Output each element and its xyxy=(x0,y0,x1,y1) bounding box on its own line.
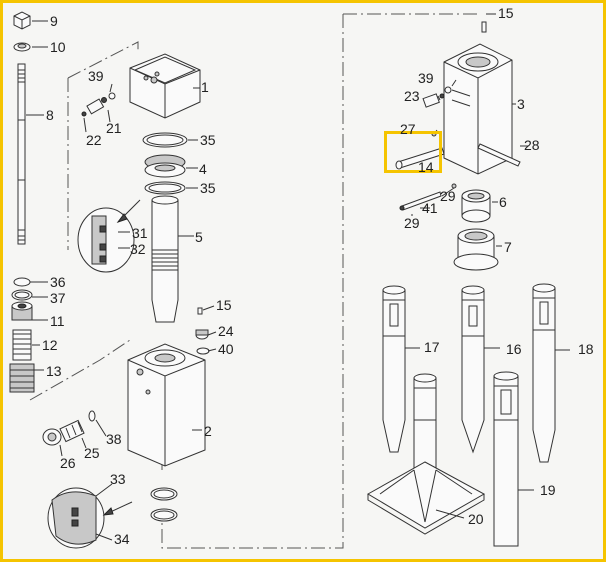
part-39-oring-right xyxy=(444,86,452,94)
label-12: 12 xyxy=(42,337,58,353)
seal-detail-callout-31-32 xyxy=(77,199,141,273)
part-35-ring-lower xyxy=(144,181,186,195)
label-13: 13 xyxy=(46,363,62,379)
label-41: 41 xyxy=(422,200,438,216)
part-15-screw-left xyxy=(197,307,203,315)
label-29-lower: 29 xyxy=(404,215,420,231)
label-39-right: 39 xyxy=(418,70,434,86)
part-16-moil-point xyxy=(461,285,485,454)
label-39-left: 39 xyxy=(88,68,104,84)
part-9-nut xyxy=(13,11,31,30)
highlight-box-part-14 xyxy=(384,131,442,173)
label-38: 38 xyxy=(106,431,122,447)
part-8-rod xyxy=(17,63,26,245)
label-17: 17 xyxy=(424,339,440,355)
label-11: 11 xyxy=(50,313,65,329)
label-40: 40 xyxy=(218,341,234,357)
part-7-collar xyxy=(453,228,499,271)
label-15-right: 15 xyxy=(498,5,514,21)
part-20-tamping-plate xyxy=(367,373,486,535)
part-25-fitting xyxy=(59,419,85,443)
part-1-top-block xyxy=(129,53,201,119)
label-27: 27 xyxy=(400,121,416,137)
label-25: 25 xyxy=(84,445,100,461)
part-5-piston xyxy=(151,195,179,323)
label-10: 10 xyxy=(50,39,66,55)
label-18: 18 xyxy=(578,341,594,357)
part-3-front-head xyxy=(443,43,513,175)
label-14: 14 xyxy=(418,159,434,175)
part-23-valve xyxy=(422,93,445,108)
part-38-oring xyxy=(88,410,96,422)
part-14-pin xyxy=(395,147,445,170)
label-19: 19 xyxy=(540,482,556,498)
label-35-upper: 35 xyxy=(200,132,216,148)
label-31: 31 xyxy=(132,225,148,241)
part-15-screw-right xyxy=(481,21,487,33)
label-15-left: 15 xyxy=(216,297,232,313)
part-4-bushing xyxy=(144,154,186,178)
label-7: 7 xyxy=(504,239,512,255)
label-21: 21 xyxy=(106,120,122,136)
label-22: 22 xyxy=(86,132,102,148)
assembly-line-bottom-left xyxy=(29,339,131,401)
part-10-washer xyxy=(13,42,31,52)
label-29-upper: 29 xyxy=(440,188,456,204)
part-17-chisel xyxy=(382,285,406,453)
part-11-cap xyxy=(11,301,33,321)
part-13-valve-stack xyxy=(9,363,35,393)
label-28: 28 xyxy=(524,137,540,153)
part-40-oring xyxy=(196,347,210,355)
label-24: 24 xyxy=(218,323,234,339)
label-16: 16 xyxy=(506,341,522,357)
part-18-blunt-tool xyxy=(532,283,556,463)
part-26-nut xyxy=(42,428,62,446)
label-26: 26 xyxy=(60,455,76,471)
label-5: 5 xyxy=(195,229,203,245)
label-8: 8 xyxy=(46,107,54,123)
part-6-bushing xyxy=(461,189,491,223)
part-12-spring xyxy=(12,329,32,361)
label-2: 2 xyxy=(204,423,212,439)
label-36: 36 xyxy=(50,274,66,290)
assembly-line-top-left xyxy=(67,41,139,79)
part-28-bolt xyxy=(477,143,521,167)
label-33: 33 xyxy=(110,471,126,487)
part-19-rod-tool xyxy=(493,371,519,547)
assembly-line-right-frame xyxy=(161,14,344,549)
label-34: 34 xyxy=(114,531,130,547)
part-37-ring xyxy=(11,289,33,301)
label-9: 9 xyxy=(50,13,58,29)
label-32: 32 xyxy=(130,241,146,257)
part-21-valve xyxy=(81,92,116,117)
part-36-oring xyxy=(13,277,31,287)
seal-detail-callout-33-34 xyxy=(47,487,133,549)
part-34-ring xyxy=(150,508,178,522)
label-20: 20 xyxy=(468,511,484,527)
label-35-lower: 35 xyxy=(200,180,216,196)
part-41-pin xyxy=(399,191,442,211)
label-1: 1 xyxy=(201,79,209,95)
part-24-plug xyxy=(195,329,209,340)
label-4: 4 xyxy=(199,161,207,177)
part-33-ring xyxy=(150,487,178,501)
label-3: 3 xyxy=(517,96,525,112)
label-6: 6 xyxy=(499,194,507,210)
part-2-cylinder xyxy=(127,343,206,467)
label-37: 37 xyxy=(50,290,66,306)
label-23: 23 xyxy=(404,88,420,104)
part-35-ring-upper xyxy=(142,132,188,148)
